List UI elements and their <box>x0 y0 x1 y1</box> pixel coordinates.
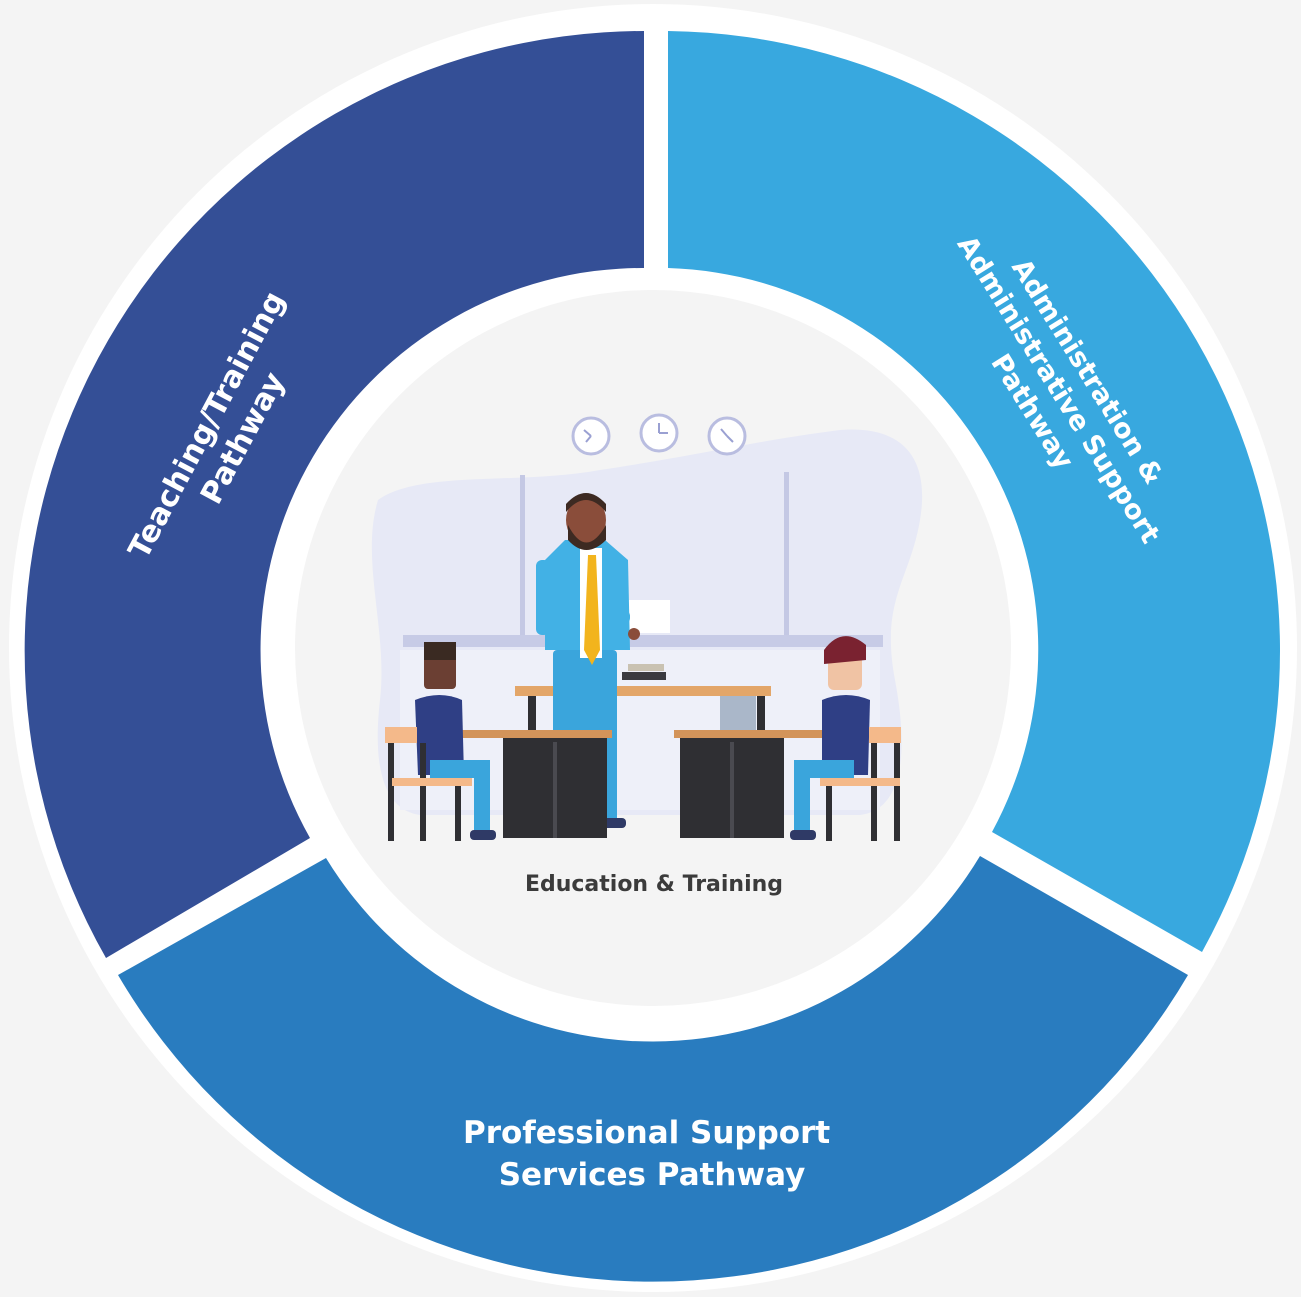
window-frame <box>784 472 789 635</box>
teacher-desk-leg <box>757 696 765 731</box>
books <box>622 672 666 680</box>
chair <box>820 727 901 841</box>
classroom-illustration <box>371 413 923 841</box>
label-line: Professional Support <box>463 1115 830 1151</box>
segment-administration-support[interactable] <box>668 31 1280 952</box>
books <box>628 664 664 671</box>
window-sill <box>403 635 883 647</box>
window-frame <box>520 475 525 635</box>
student-desk-divider <box>553 742 557 838</box>
segment-professional-support[interactable] <box>118 856 1188 1282</box>
teacher-desk-top <box>515 686 771 696</box>
clock-icon <box>639 413 679 453</box>
student-figure <box>790 636 870 840</box>
desk-drawer <box>720 696 756 730</box>
student-desk-top <box>674 730 830 738</box>
center-title: Education & Training <box>525 872 783 897</box>
segment-teaching-training[interactable] <box>24 31 645 958</box>
clock-icon <box>571 416 611 456</box>
clock-icon <box>707 416 747 456</box>
label-line: Services Pathway <box>499 1157 806 1193</box>
student-figure <box>415 642 496 840</box>
label-professional-support: Professional Support Services Pathway <box>463 1115 841 1193</box>
teacher-desk-leg <box>528 696 536 731</box>
chair <box>385 727 472 841</box>
student-desk-divider <box>730 742 734 838</box>
student-desk-top <box>456 730 612 738</box>
